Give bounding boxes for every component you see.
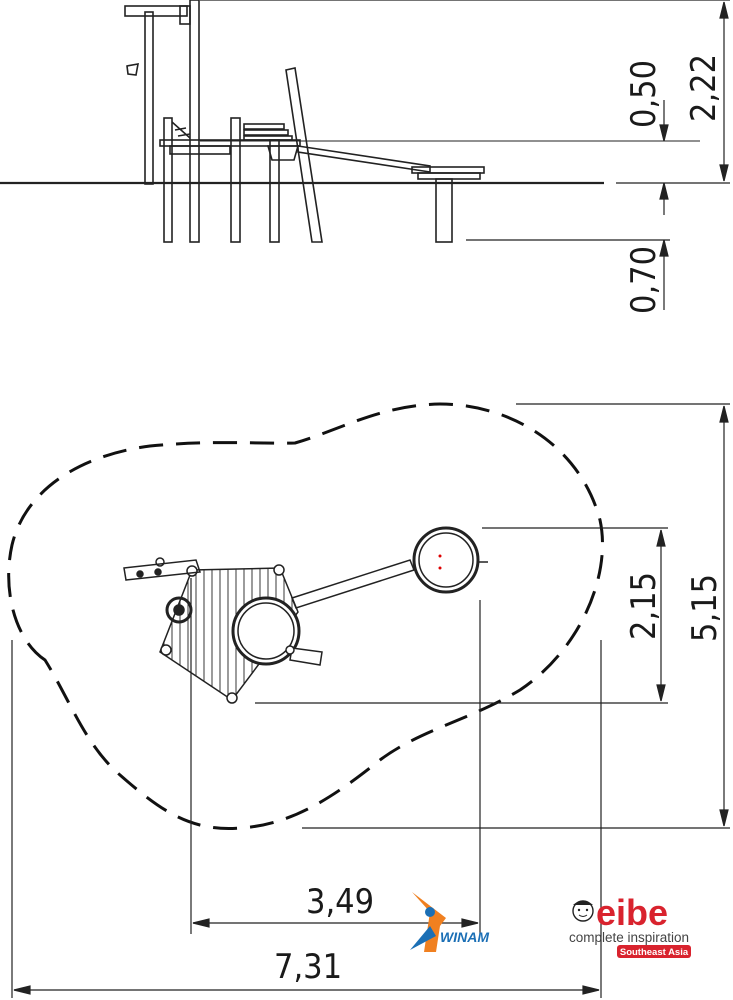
end-post bbox=[435, 178, 453, 243]
dim-platform-arrow-top bbox=[659, 124, 669, 142]
dim-foundation-arrow bbox=[659, 239, 669, 257]
arm-bolt-1 bbox=[136, 570, 144, 578]
marker-dot-1 bbox=[438, 554, 442, 558]
round-platform bbox=[231, 596, 301, 666]
plan-dimensions bbox=[11, 403, 730, 998]
dim-foundation-depth: 0,70 bbox=[624, 246, 664, 314]
eibe-logo: eibe complete inspiration Southeast Asia bbox=[569, 892, 691, 958]
dim-safety-depth-arrows bbox=[719, 405, 729, 827]
corner-post-2 bbox=[273, 564, 285, 576]
slide-post bbox=[285, 645, 295, 655]
eibe-tagline: complete inspiration bbox=[569, 930, 689, 945]
arm-bolt-2 bbox=[154, 568, 162, 576]
dim-safety-width-arrows bbox=[13, 985, 600, 995]
round-platform-inner bbox=[237, 602, 295, 660]
end-platform-base bbox=[417, 172, 481, 180]
ramp bbox=[297, 145, 431, 173]
bridge bbox=[291, 559, 415, 609]
dim-safety-width: 7,31 bbox=[274, 947, 342, 987]
end-platform-top bbox=[411, 166, 485, 174]
climbing-rungs bbox=[171, 121, 191, 139]
end-round-platform-inner bbox=[418, 532, 474, 588]
eibe-face-eye-right bbox=[585, 908, 589, 912]
side-elevation bbox=[0, 0, 700, 243]
eibe-face-smile bbox=[578, 914, 588, 917]
slide-exit bbox=[289, 647, 323, 666]
arm-bolt-3 bbox=[155, 557, 165, 567]
winam-figure-icon bbox=[412, 892, 446, 952]
safety-zone-outline bbox=[7, 402, 604, 830]
deck-underside bbox=[169, 145, 231, 155]
end-round-platform bbox=[412, 526, 480, 594]
dim-safety-depth: 5,15 bbox=[685, 574, 725, 642]
eibe-wordmark: eibe bbox=[596, 892, 668, 933]
tower-post-left bbox=[144, 11, 154, 185]
tower-post-right bbox=[189, 0, 200, 243]
tower-top-beam bbox=[124, 5, 188, 17]
dim-platform-height: 0,50 bbox=[624, 60, 664, 128]
eibe-face-eye-left bbox=[577, 908, 581, 912]
roof-slat-1 bbox=[243, 123, 285, 130]
tower-beam-bracket bbox=[179, 5, 191, 25]
corner-post-1 bbox=[186, 565, 198, 577]
winam-logo: WINAM bbox=[410, 892, 489, 952]
roof-slat-3 bbox=[243, 135, 293, 141]
eibe-face-hair bbox=[573, 900, 593, 905]
post-a bbox=[163, 117, 173, 243]
bridge-connector bbox=[266, 145, 300, 161]
slanted-post bbox=[285, 67, 323, 243]
marker-dot-2 bbox=[438, 566, 442, 570]
plan-view bbox=[123, 526, 488, 704]
wheel-hub bbox=[173, 604, 185, 616]
dim-total-height: 2,22 bbox=[684, 54, 724, 122]
dim-platform-arrow-bottom bbox=[659, 182, 669, 200]
dim-plan-width-arrows bbox=[192, 918, 479, 928]
roof-slat-2 bbox=[243, 129, 289, 136]
tower-arm bbox=[123, 559, 202, 581]
dim-plan-depth: 2,15 bbox=[624, 572, 664, 640]
winam-wordmark: WINAM bbox=[440, 929, 489, 945]
hanging-bell bbox=[126, 63, 139, 76]
winam-swoosh-icon bbox=[410, 926, 436, 950]
eibe-region-text: Southeast Asia bbox=[620, 947, 689, 958]
side-dimensions bbox=[200, 0, 730, 310]
winam-head-icon bbox=[425, 907, 435, 917]
dim-plan-width: 3,49 bbox=[306, 882, 374, 922]
corner-post-4 bbox=[160, 644, 172, 656]
dim-total-height-arrows bbox=[719, 1, 729, 182]
corner-post-3 bbox=[226, 692, 238, 704]
eibe-region-badge bbox=[617, 945, 691, 958]
dim-plan-depth-arrows bbox=[656, 529, 666, 702]
post-b bbox=[230, 117, 241, 243]
